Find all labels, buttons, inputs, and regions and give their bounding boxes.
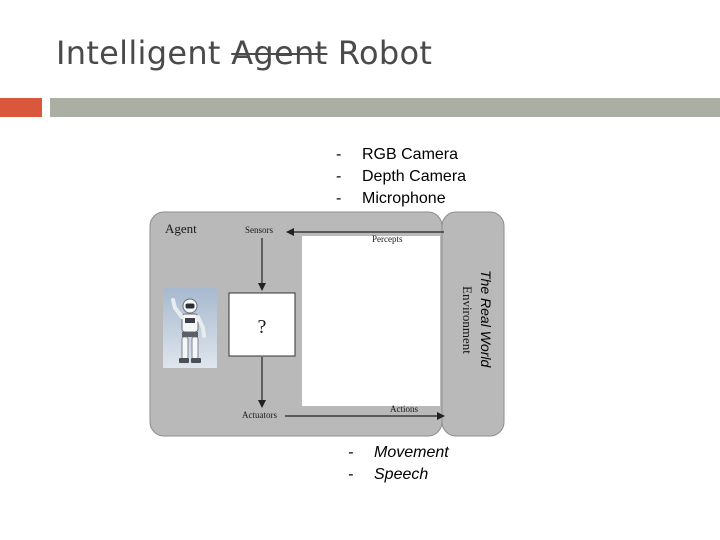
actuator-list: - Movement - Speech [348, 442, 449, 486]
actions-label: Actions [390, 404, 418, 414]
sensor-list: - RGB Camera - Depth Camera - Microphone [336, 144, 466, 210]
environment-label: Environment [460, 286, 475, 354]
sensor-item-label: Depth Camera [362, 168, 467, 185]
slide-title: Intelligent Agent Robot [56, 34, 432, 72]
sensor-list-item: - Depth Camera [336, 166, 466, 188]
bullet-dash: - [336, 190, 342, 207]
sensor-list-item: - RGB Camera [336, 144, 466, 166]
title-part-1: Intelligent [56, 34, 232, 72]
percepts-label: Percepts [372, 234, 403, 244]
bullet-dash: - [348, 466, 354, 483]
bullet-dash: - [348, 444, 354, 461]
sensor-list-item: - Microphone [336, 188, 466, 210]
title-part-2: Robot [327, 34, 433, 72]
accent-bar [0, 98, 42, 117]
channel-gap [302, 236, 440, 406]
bullet-dash: - [336, 146, 342, 163]
sensor-item-label: Microphone [362, 190, 446, 207]
sensor-item-label: RGB Camera [362, 146, 459, 163]
bullet-dash: - [336, 168, 342, 185]
title-rule-bar [50, 98, 720, 117]
environment-panel [441, 211, 505, 437]
unknown-process-symbol: ? [258, 316, 267, 338]
actuators-label: Actuators [242, 410, 277, 420]
actuator-item-label: Movement [374, 444, 449, 461]
actuator-list-item: - Movement [348, 442, 449, 464]
actuator-list-item: - Speech [348, 464, 449, 486]
title-struck-word: Agent [231, 34, 328, 72]
agent-label: Agent [165, 221, 197, 236]
real-world-label: The Real World [478, 270, 494, 368]
unknown-process-box [228, 292, 296, 357]
actuator-item-label: Speech [374, 466, 429, 483]
sensors-label: Sensors [245, 225, 273, 235]
robot-figure [171, 298, 206, 363]
robot-image [163, 288, 217, 368]
